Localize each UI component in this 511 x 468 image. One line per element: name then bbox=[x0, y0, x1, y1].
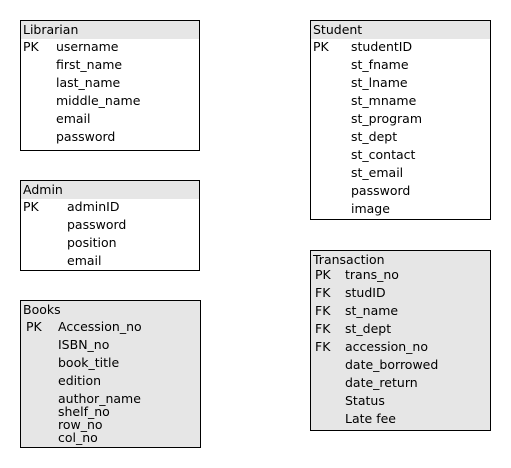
attribute-name: adminID bbox=[67, 199, 120, 214]
key-label: PK bbox=[315, 267, 331, 282]
attribute-name: st_dept bbox=[351, 129, 398, 144]
attribute-name: st_fname bbox=[351, 57, 409, 72]
entity-books: Books PK Accession_no ISBN_no book_title… bbox=[20, 300, 201, 448]
attribute-name: accession_no bbox=[345, 339, 428, 354]
attribute-name: row_no bbox=[58, 417, 103, 432]
entity-title: Librarian bbox=[21, 21, 199, 39]
entity-title: Student bbox=[311, 21, 490, 39]
attribute-name: password bbox=[351, 183, 411, 198]
attribute-name: password bbox=[67, 217, 127, 232]
attribute-name: st_contact bbox=[351, 147, 416, 162]
entity-transaction: Transaction PK trans_no FK studID FK st_… bbox=[310, 250, 491, 431]
entity-title: Admin bbox=[21, 181, 199, 199]
attribute-name: image bbox=[351, 201, 390, 216]
attribute-name: st_program bbox=[351, 111, 423, 126]
attribute-name: date_return bbox=[345, 375, 418, 390]
attribute-name: position bbox=[67, 235, 117, 250]
entity-title: Books bbox=[21, 301, 200, 319]
key-label: FK bbox=[315, 285, 331, 300]
attribute-name: date_borrowed bbox=[345, 357, 439, 372]
attribute-name: trans_no bbox=[345, 267, 399, 282]
key-label: PK bbox=[23, 199, 39, 214]
attribute-name: author_name bbox=[58, 391, 141, 406]
attribute-name: Late fee bbox=[345, 411, 396, 426]
attribute-name: ISBN_no bbox=[58, 337, 110, 352]
key-label: FK bbox=[315, 321, 331, 336]
attribute-name: Status bbox=[345, 393, 385, 408]
attribute-name: st_lname bbox=[351, 75, 408, 90]
attribute-name: studentID bbox=[351, 39, 413, 54]
key-label: FK bbox=[315, 303, 331, 318]
entity-student: Student PK studentID st_fname st_lname s… bbox=[310, 20, 491, 220]
attribute-name: username bbox=[56, 39, 119, 54]
attribute-name: middle_name bbox=[56, 93, 141, 108]
key-label: PK bbox=[26, 319, 42, 334]
attribute-name: email bbox=[56, 111, 91, 126]
attribute-name: studID bbox=[345, 285, 386, 300]
attribute-name: first_name bbox=[56, 57, 123, 72]
key-label: PK bbox=[313, 39, 329, 54]
attribute-name: st_name bbox=[345, 303, 399, 318]
attribute-name: last_name bbox=[56, 75, 121, 90]
entity-title: Transaction bbox=[311, 251, 490, 269]
key-label: FK bbox=[315, 339, 331, 354]
attribute-name: email bbox=[67, 253, 102, 268]
attribute-name: st_mname bbox=[351, 93, 417, 108]
attribute-name: st_dept bbox=[345, 321, 392, 336]
attribute-name: book_title bbox=[58, 355, 120, 370]
key-label: PK bbox=[23, 39, 39, 54]
entity-librarian: Librarian PK username first_name last_na… bbox=[20, 20, 200, 151]
attribute-name: col_no bbox=[58, 430, 98, 445]
entity-admin: Admin PK adminID password position email bbox=[20, 180, 200, 271]
attribute-name: shelf_no bbox=[58, 404, 110, 419]
attribute-name: st_email bbox=[351, 165, 404, 180]
attribute-name: Accession_no bbox=[58, 319, 142, 334]
attribute-name: password bbox=[56, 129, 116, 144]
attribute-name: edition bbox=[58, 373, 102, 388]
